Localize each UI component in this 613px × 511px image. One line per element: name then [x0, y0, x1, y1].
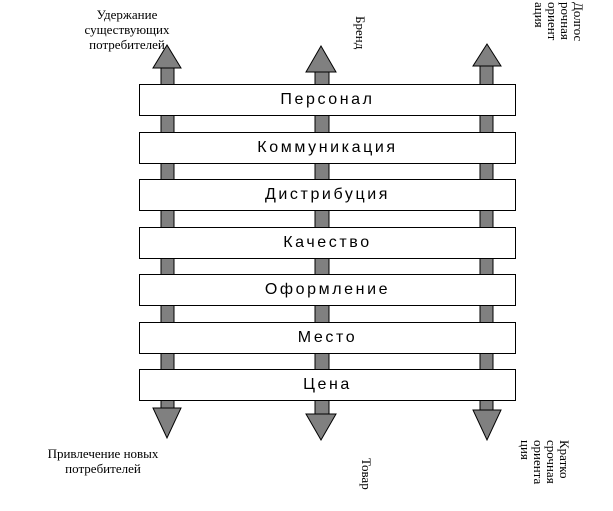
arrow-left-head-down [152, 407, 182, 440]
bar-communication: Коммуникация [139, 132, 516, 164]
bar-personnel: Персонал [139, 84, 516, 116]
label-long-term-orient: Долгос рочная ориент ация [532, 2, 586, 42]
label-retain-customers: Удержание существующих потребителей [84, 7, 170, 52]
arrow-middle-head-up [305, 44, 337, 73]
label-product: Товар [359, 458, 374, 490]
bar-design: Оформление [139, 274, 516, 306]
bar-place: Место [139, 322, 516, 354]
label-brand: Бренд [353, 16, 368, 50]
bar-price: Цена [139, 369, 516, 401]
arrow-middle-head-down [305, 413, 337, 442]
label-attract-customers: Привлечение новых потребителей [47, 446, 159, 476]
arrow-right-head-down [472, 409, 502, 442]
bar-distribution: Дистрибуция [139, 179, 516, 211]
label-short-term-orient: Кратко срочная ориента ция [518, 440, 572, 485]
arrow-right-head-up [472, 43, 502, 67]
bar-quality: Качество [139, 227, 516, 259]
arrow-left-head-up [152, 44, 182, 69]
